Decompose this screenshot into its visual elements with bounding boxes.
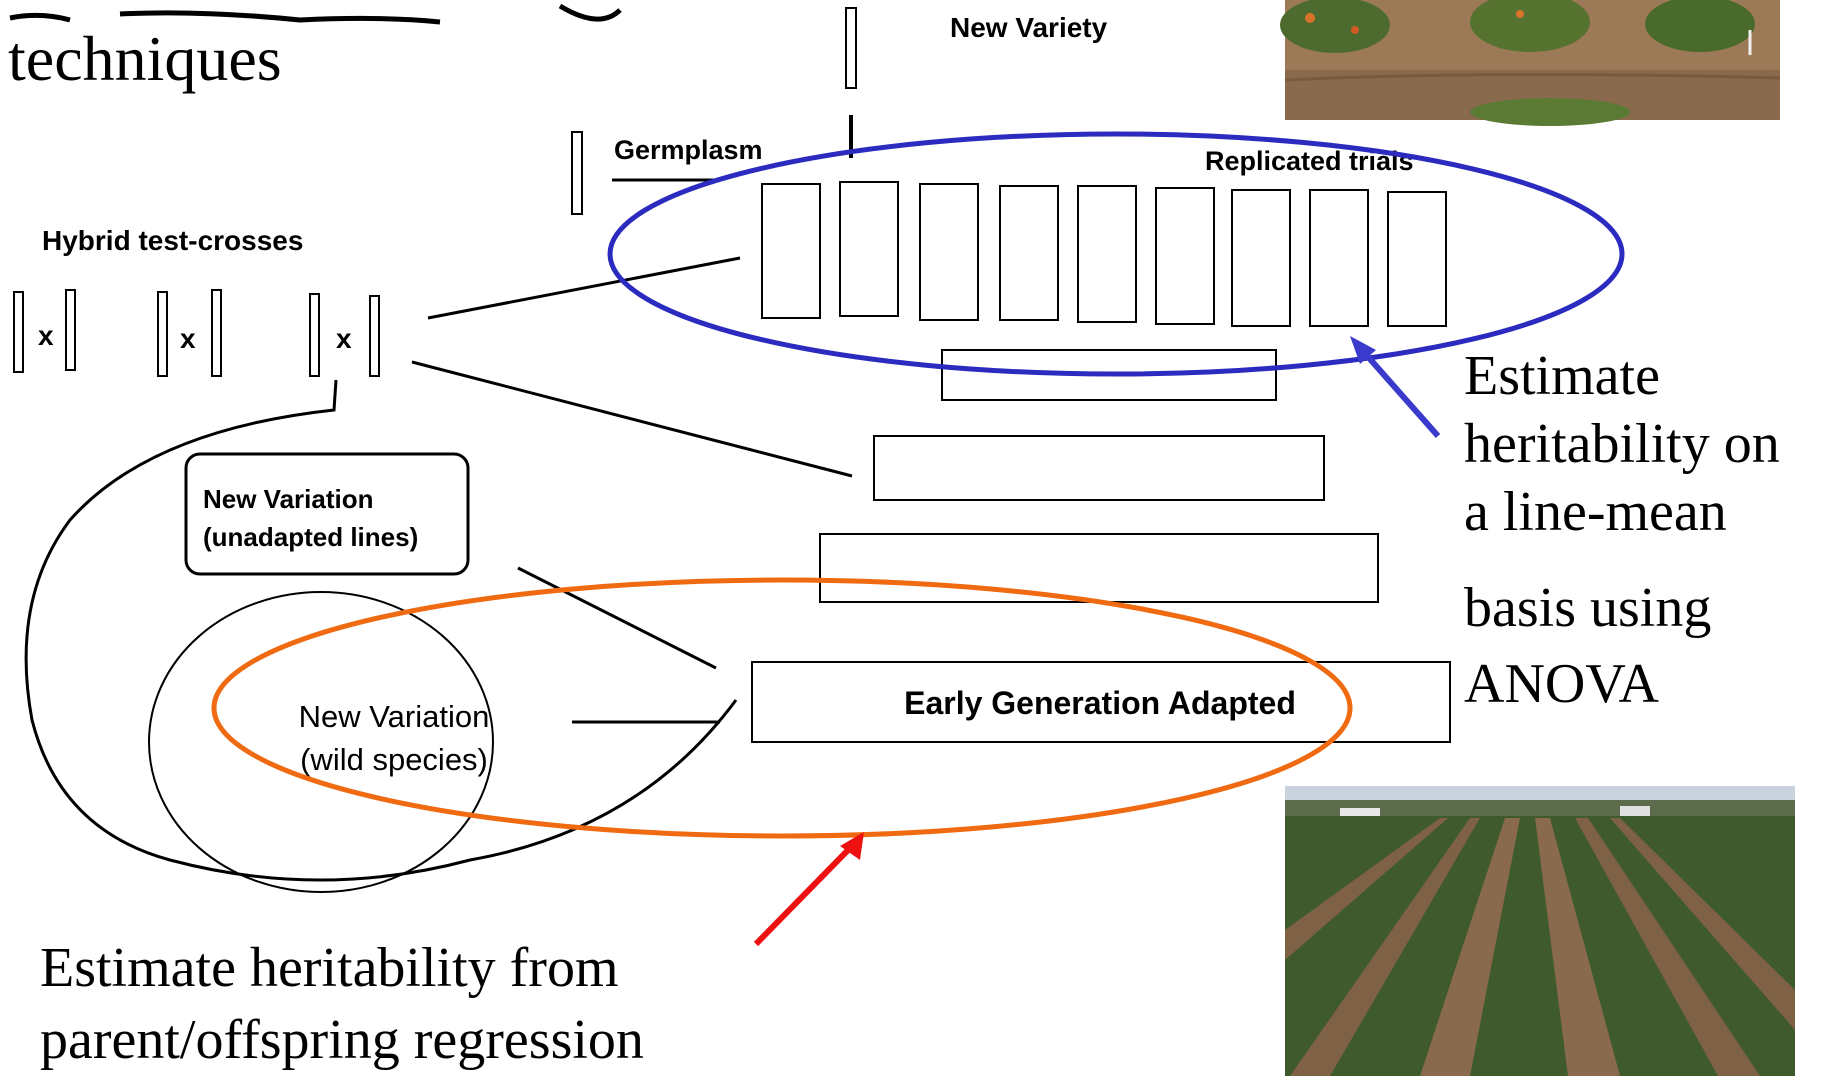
trial-plot xyxy=(1387,191,1447,327)
blue-highlight-ellipse xyxy=(607,131,1625,377)
right-caption-line4: basis using xyxy=(1464,577,1711,639)
test-cross-pair-3: x xyxy=(309,293,380,377)
svg-text:x: x xyxy=(180,323,196,354)
left-caption-line1: Estimate heritability from xyxy=(40,937,619,999)
new-variation-wild-circle xyxy=(148,591,494,893)
test-cross-pair-1: x xyxy=(13,289,76,373)
germplasm-label: Germplasm xyxy=(614,135,763,165)
connector-cross-to-generation xyxy=(411,360,853,478)
tomato-rows-photo xyxy=(1285,786,1795,1076)
trial-plot xyxy=(839,181,899,317)
connector-cross-to-trials xyxy=(427,256,741,320)
blue-arrow-shaft xyxy=(1359,348,1441,438)
trial-plot xyxy=(999,185,1059,321)
germplasm-line-bar xyxy=(571,131,583,215)
new-variation-unadapted-line1: New Variation xyxy=(203,484,374,514)
new-variety-line-bar xyxy=(845,7,857,89)
right-caption: Estimate heritability on a line-mean bas… xyxy=(1464,345,1780,715)
right-caption-line3: a line-mean xyxy=(1464,481,1727,543)
new-variation-unadapted-line2: (unadapted lines) xyxy=(203,522,418,552)
heading-techniques: techniques xyxy=(8,23,282,94)
red-arrow-shaft xyxy=(753,843,855,947)
early-generation-adapted-label: Early Generation Adapted xyxy=(904,685,1296,721)
svg-text:x: x xyxy=(336,323,352,354)
recycling-loop xyxy=(24,379,738,882)
trial-plot xyxy=(919,183,979,321)
trial-plot xyxy=(1309,189,1369,327)
blue-arrow-head xyxy=(1350,336,1376,364)
new-variation-unadapted-box xyxy=(184,452,470,576)
cropped-heading-glyphs xyxy=(9,3,622,25)
svg-text:x: x xyxy=(38,320,54,351)
left-caption-line2: parent/offspring regression xyxy=(40,1009,644,1071)
trial-plot xyxy=(761,183,821,319)
hybrid-test-crosses-label: Hybrid test-crosses xyxy=(42,225,303,256)
generation-box-3 xyxy=(819,533,1379,603)
connector-unadapted-to-early xyxy=(517,566,717,670)
trial-plot xyxy=(1077,185,1137,323)
trial-plot xyxy=(1155,187,1215,325)
new-variety-label: New Variety xyxy=(950,12,1108,43)
right-caption-line1: Estimate xyxy=(1464,345,1660,407)
test-cross-pair-2: x xyxy=(157,289,222,377)
replicated-trial-plots xyxy=(761,181,1447,327)
generation-box-2 xyxy=(873,435,1325,501)
new-variation-wild-line2: (wild species) xyxy=(300,742,488,777)
orange-highlight-ellipse xyxy=(211,577,1353,839)
new-variation-wild-line1: New Variation xyxy=(299,699,490,734)
right-caption-line2: heritability on xyxy=(1464,413,1780,475)
trial-plot xyxy=(1231,189,1291,327)
red-arrow-head xyxy=(840,832,864,860)
right-caption-line5: ANOVA xyxy=(1464,653,1660,715)
tomato-field-photo xyxy=(1280,0,1781,126)
